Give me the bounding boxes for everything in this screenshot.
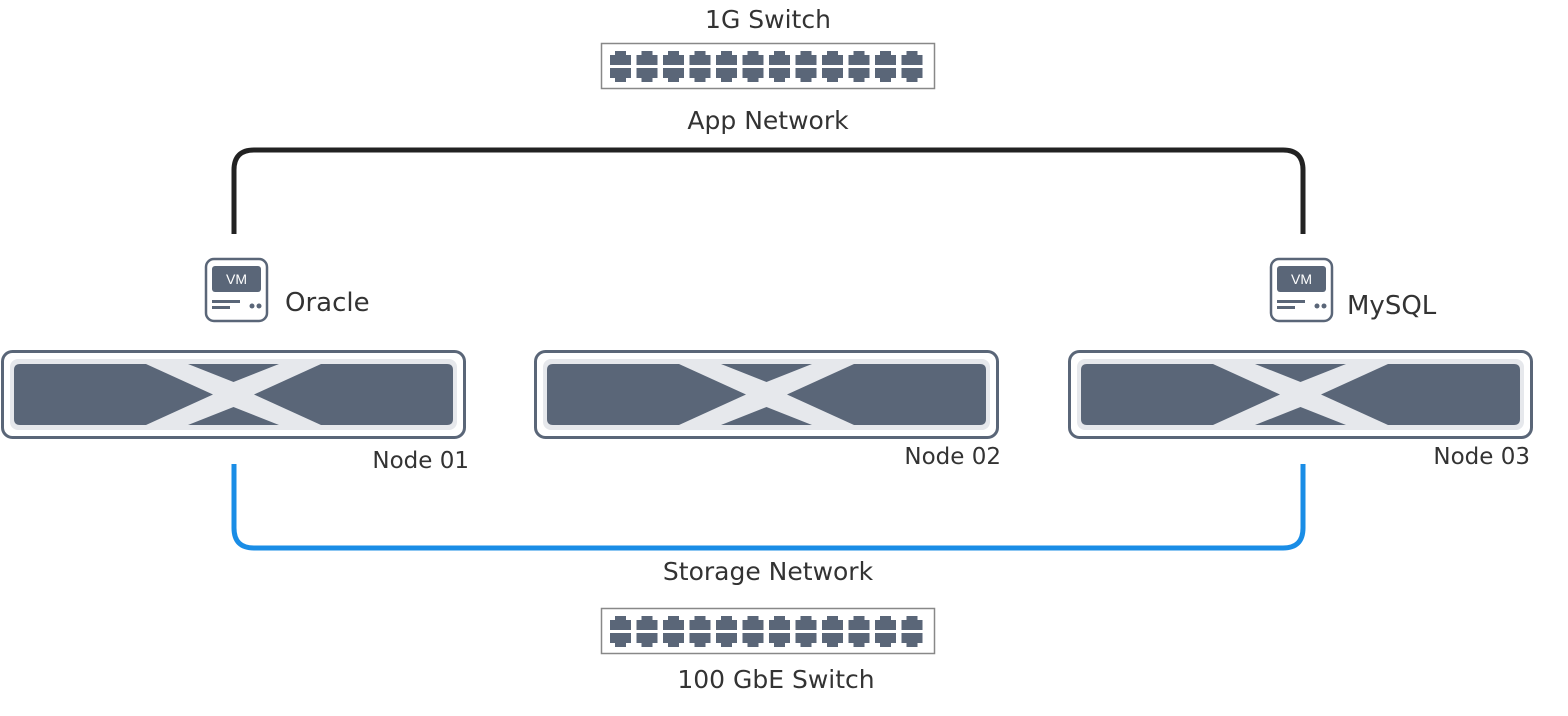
switch-port-icon: [610, 51, 631, 65]
switch-port-icon: [769, 616, 790, 630]
bottom-switch-icon: [600, 607, 936, 655]
node-02-server-icon: [534, 350, 999, 439]
switch-port-icon: [689, 616, 711, 630]
switch-port-icon: [742, 51, 764, 65]
switch-port-icon: [795, 616, 817, 630]
vm-badge: VM: [1291, 271, 1312, 287]
switch-port-icon: [848, 616, 870, 630]
switch-port-icon: [875, 51, 896, 65]
switch-port-icon: [689, 68, 711, 82]
switch-port-icon: [901, 633, 923, 647]
switch-port-icon: [875, 616, 896, 630]
switch-port-icon: [636, 51, 658, 65]
switch-port-icon: [901, 68, 923, 82]
app-network-label: App Network: [687, 106, 849, 135]
top-switch-icon: [600, 42, 936, 90]
switch-port-icon: [875, 633, 896, 647]
switch-port-icon: [663, 633, 684, 647]
storage-network-line: [231, 464, 1306, 551]
switch-port-icon: [822, 68, 843, 82]
switch-port-icon: [795, 68, 817, 82]
switch-port-icon: [716, 616, 737, 630]
switch-port-icon: [901, 51, 923, 65]
switch-port-icon: [875, 68, 896, 82]
bottom-switch-label: 100 GbE Switch: [677, 665, 875, 694]
switch-port-icon: [716, 51, 737, 65]
switch-port-icon: [610, 616, 631, 630]
switch-port-icon: [769, 68, 790, 82]
app-network-line: [231, 147, 1306, 234]
switch-ports: [610, 51, 923, 82]
switch-port-icon: [795, 51, 817, 65]
switch-port-icon: [636, 616, 658, 630]
switch-port-icon: [716, 633, 737, 647]
vm-badge: VM: [226, 271, 247, 287]
switch-port-icon: [716, 68, 737, 82]
switch-port-icon: [901, 616, 923, 630]
switch-port-icon: [742, 616, 764, 630]
vm-label-oracle: Oracle: [285, 288, 370, 318]
switch-port-icon: [636, 633, 658, 647]
node-03-label: Node 03: [1433, 444, 1530, 470]
storage-network-label: Storage Network: [662, 557, 874, 586]
switch-port-icon: [689, 633, 711, 647]
vm-icon-oracle: VM: [204, 257, 269, 323]
switch-port-icon: [742, 68, 764, 82]
switch-port-icon: [742, 633, 764, 647]
vm-label-mysql: MySQL: [1347, 291, 1437, 321]
vm-icon-mysql: VM: [1269, 257, 1334, 323]
switch-port-icon: [822, 51, 843, 65]
switch-port-icon: [822, 616, 843, 630]
switch-port-icon: [663, 68, 684, 82]
switch-port-icon: [822, 633, 843, 647]
switch-ports: [610, 616, 923, 647]
node-02-label: Node 02: [904, 444, 1001, 470]
top-switch-label: 1G Switch: [705, 5, 831, 34]
switch-port-icon: [795, 633, 817, 647]
switch-port-icon: [769, 51, 790, 65]
node-01-label: Node 01: [372, 448, 469, 474]
switch-port-icon: [610, 68, 631, 82]
node-01-server-icon: [1, 350, 466, 439]
switch-port-icon: [848, 68, 870, 82]
switch-port-icon: [689, 51, 711, 65]
switch-port-icon: [769, 633, 790, 647]
switch-port-icon: [848, 51, 870, 65]
switch-port-icon: [848, 633, 870, 647]
switch-port-icon: [610, 633, 631, 647]
switch-port-icon: [663, 616, 684, 630]
node-03-server-icon: [1068, 350, 1533, 439]
switch-port-icon: [636, 68, 658, 82]
switch-port-icon: [663, 51, 684, 65]
